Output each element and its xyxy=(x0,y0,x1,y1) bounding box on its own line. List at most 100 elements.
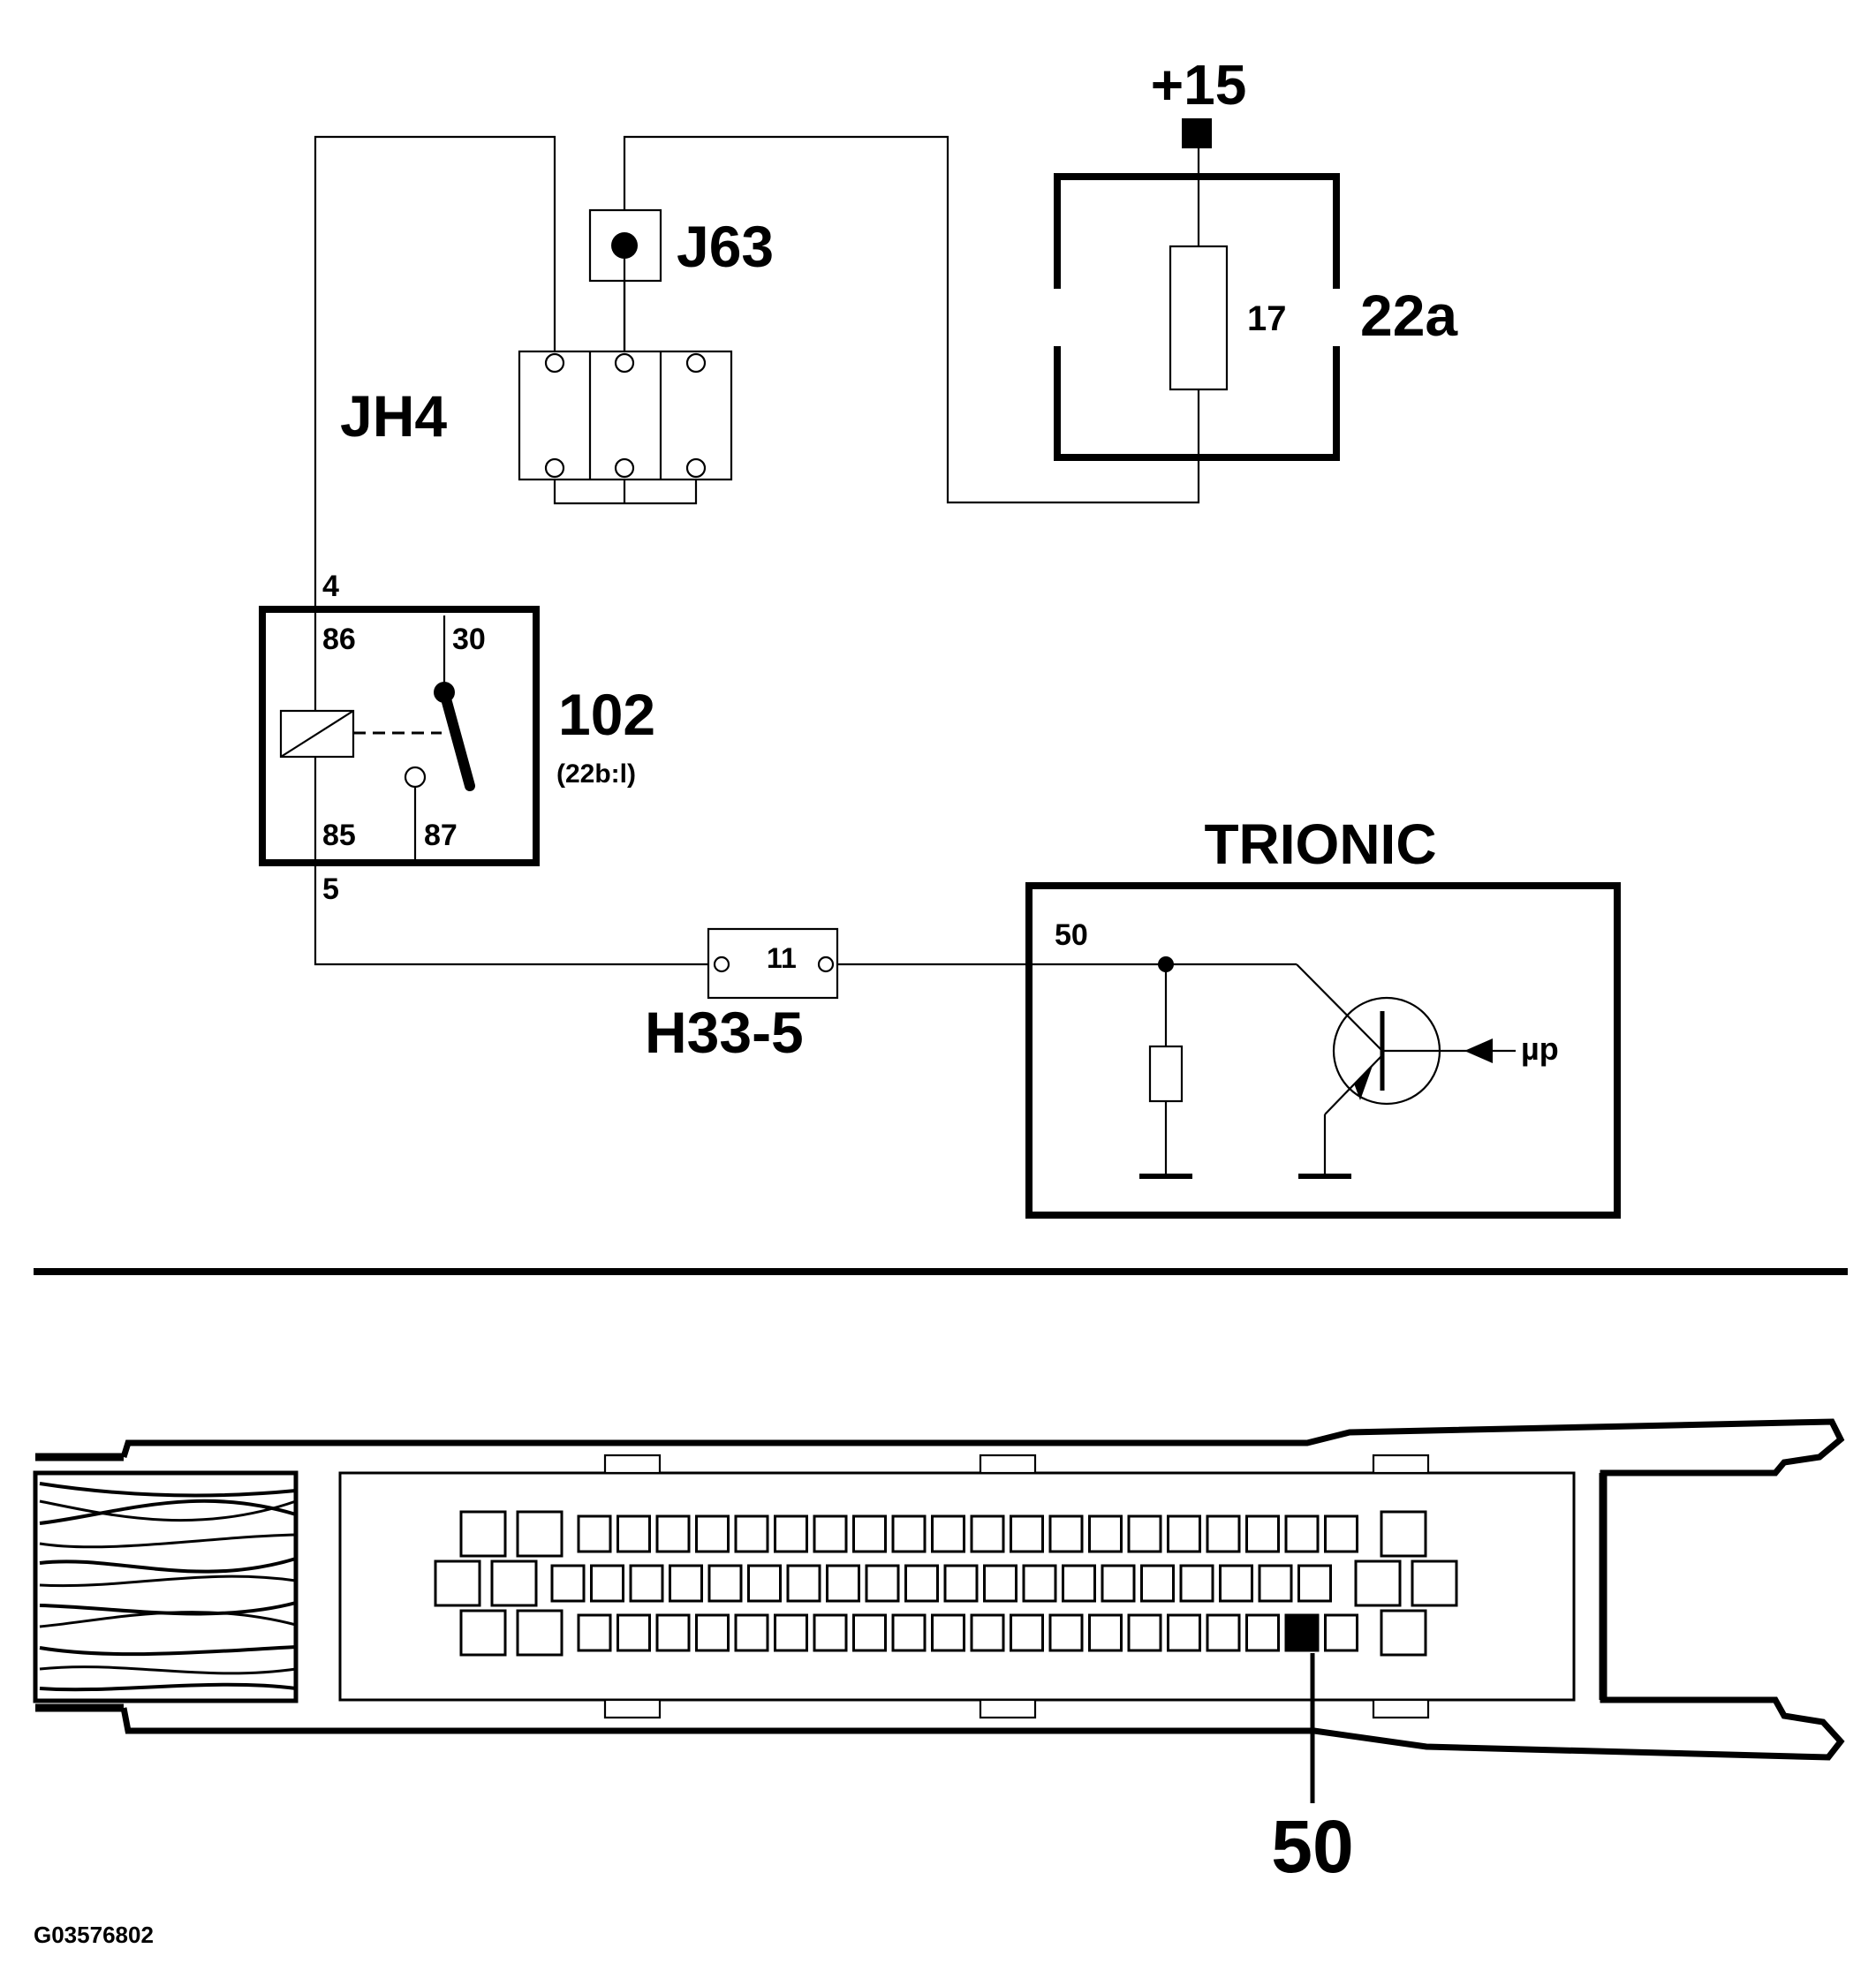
pin-cavity xyxy=(617,1613,651,1652)
pin-cavity xyxy=(1258,1564,1293,1603)
pin-cavity xyxy=(434,1559,481,1607)
pin-cavity xyxy=(1284,1514,1320,1553)
pin-cavity xyxy=(669,1564,703,1603)
supply-label: +15 xyxy=(1151,53,1247,117)
pin-cavity xyxy=(943,1564,979,1603)
pin-cavity xyxy=(629,1564,664,1603)
pin-cavity xyxy=(695,1613,730,1652)
highlighted-pin-label: 50 xyxy=(1271,1805,1353,1888)
pin-cavity xyxy=(931,1514,965,1553)
pin-cavity xyxy=(617,1514,651,1553)
relay-102-label: 102 xyxy=(558,682,655,747)
pin-cavity xyxy=(786,1564,821,1603)
pin-cavity xyxy=(1167,1514,1201,1553)
pin-cavity xyxy=(1010,1613,1044,1652)
pin-cavity xyxy=(891,1514,927,1553)
pin-cavity xyxy=(695,1514,730,1553)
pin-cavity xyxy=(1219,1564,1253,1603)
pin-cavity xyxy=(459,1510,507,1558)
pin-cavity xyxy=(826,1564,860,1603)
ecu-connector-view: 50 xyxy=(33,1418,1845,1888)
pin-cavity xyxy=(1010,1514,1044,1553)
pin-cavity xyxy=(1127,1613,1162,1652)
pin-cavity xyxy=(590,1564,624,1603)
relay-102: 4 86 30 85 87 5 102 (22b:l) xyxy=(259,570,655,906)
microprocessor-label: µp xyxy=(1521,1031,1559,1067)
pin-85-label: 85 xyxy=(322,819,356,852)
pin-cavity xyxy=(577,1514,612,1553)
pin-cavity xyxy=(1324,1514,1358,1553)
pin-87-label: 87 xyxy=(424,819,458,852)
h33-pin-number: 11 xyxy=(767,942,797,974)
pin-cavity xyxy=(516,1609,564,1657)
pin-cavity xyxy=(813,1613,848,1652)
fuse-box-22a: 17 22a xyxy=(1054,173,1458,461)
pin-cavity xyxy=(577,1613,612,1652)
pin-86-label: 86 xyxy=(322,623,356,656)
pin-cavity xyxy=(970,1613,1005,1652)
pin-cavity xyxy=(774,1613,808,1652)
pin-cavity xyxy=(747,1564,782,1603)
pin-cavity xyxy=(1245,1514,1280,1553)
figure-id: G03576802 xyxy=(34,1922,154,1948)
pin-cavity xyxy=(707,1564,743,1603)
pin-cavity xyxy=(1324,1613,1358,1652)
pin-cavity xyxy=(983,1564,1017,1603)
pin-cavity xyxy=(891,1613,927,1652)
pin-cavities xyxy=(434,1510,1458,1657)
wire-4-label: 4 xyxy=(322,570,339,603)
h33-label: H33-5 xyxy=(645,1000,804,1065)
ecu-pin-50-label: 50 xyxy=(1055,918,1088,952)
pin-cavity xyxy=(1101,1564,1136,1603)
ecu-label: TRIONIC xyxy=(1204,812,1436,876)
pin-cavity xyxy=(1411,1559,1458,1607)
pin-cavity xyxy=(1354,1559,1402,1607)
pin-cavity xyxy=(516,1510,564,1558)
connector-h33-5: 11 H33-5 xyxy=(645,927,839,1065)
pin-cavity xyxy=(1380,1510,1427,1558)
transistor-symbol xyxy=(1296,963,1516,1179)
trionic-ecu: TRIONIC 50 µp xyxy=(1025,812,1621,1219)
pin-cavity xyxy=(490,1559,538,1607)
pin-cavity xyxy=(1048,1613,1084,1652)
input-arrow-icon xyxy=(1464,1038,1493,1063)
supply-terminal xyxy=(1182,118,1212,148)
pin-cavity xyxy=(734,1514,769,1553)
pin-cavity xyxy=(734,1613,769,1652)
pin-cavity xyxy=(931,1613,965,1652)
wire-bundle xyxy=(35,1453,297,1712)
pin-cavity xyxy=(459,1609,507,1657)
pin-cavity xyxy=(1297,1564,1332,1603)
pin-cavity xyxy=(1140,1564,1175,1603)
pin-cavity xyxy=(1206,1613,1241,1652)
jh4-label: JH4 xyxy=(340,383,447,449)
pin-cavity xyxy=(970,1514,1005,1553)
pin-cavity xyxy=(1062,1564,1096,1603)
pin-cavity xyxy=(655,1514,691,1553)
pin-cavity xyxy=(1088,1613,1123,1652)
pin-cavity xyxy=(1088,1514,1123,1553)
pin-cavity xyxy=(774,1514,808,1553)
pin-cavity xyxy=(904,1564,939,1603)
wire-5-label: 5 xyxy=(322,872,339,906)
pin-cavity xyxy=(1048,1514,1084,1553)
pulldown-resistor xyxy=(1148,1045,1184,1103)
pin-cavity xyxy=(865,1564,900,1603)
pin-cavity xyxy=(852,1613,887,1652)
pin-cavity xyxy=(550,1564,586,1603)
fuse-box-label: 22a xyxy=(1360,283,1458,348)
fuse-17 xyxy=(1169,245,1229,391)
pin-cavity-highlighted xyxy=(1284,1613,1320,1652)
pin-cavity xyxy=(1179,1564,1214,1603)
pin-cavity xyxy=(1167,1613,1201,1652)
pin-cavity xyxy=(852,1514,887,1553)
fuse-number: 17 xyxy=(1247,299,1287,338)
wires xyxy=(314,135,1200,966)
pin-cavity xyxy=(1022,1564,1057,1603)
j63-label: J63 xyxy=(677,214,774,279)
relay-jh4: JH4 xyxy=(340,350,733,481)
relay-switch xyxy=(439,687,475,791)
pin-cavity xyxy=(1380,1609,1427,1657)
pin-30-label: 30 xyxy=(452,623,486,656)
